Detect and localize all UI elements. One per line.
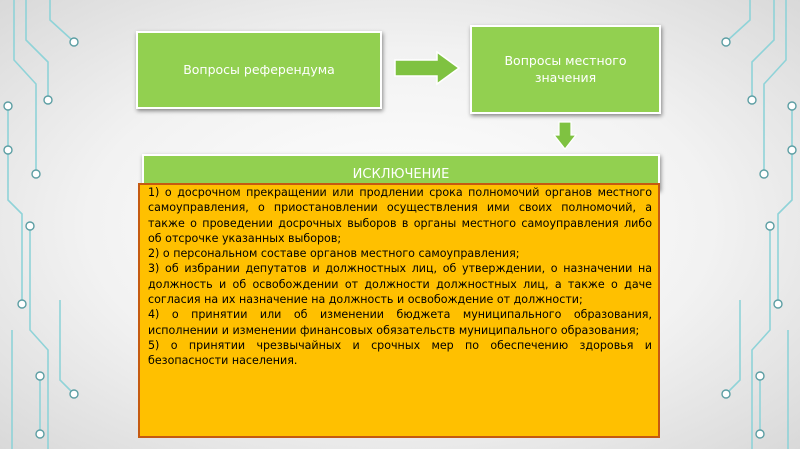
exception-item: 4) о принятии или об изменении бюджета м… [148, 308, 652, 337]
exception-list: 1) о досрочном прекращении или продлении… [138, 183, 660, 438]
exception-item: 5) о принятии чрезвычайных и срочных мер… [148, 338, 652, 368]
exception-title: ИСКЛЮЧЕНИЕ [352, 167, 450, 182]
circuit-decoration-left [3, 0, 79, 449]
circuit-decoration-right [721, 0, 797, 449]
down-arrow-icon [553, 121, 577, 150]
referendum-issues-label: Вопросы референдума [183, 61, 335, 77]
exception-item: 2) о персональном составе органов местно… [148, 247, 520, 261]
local-issues-box: Вопросы местного значения [470, 25, 661, 114]
exception-item: 3) об избрании депутатов и должностных л… [148, 262, 652, 307]
right-arrow-icon [394, 50, 461, 86]
exception-item: 1) о досрочном прекращении или продлении… [148, 186, 652, 245]
local-issues-label: Вопросы местного значения [504, 52, 627, 85]
referendum-issues-box: Вопросы референдума [136, 31, 382, 109]
